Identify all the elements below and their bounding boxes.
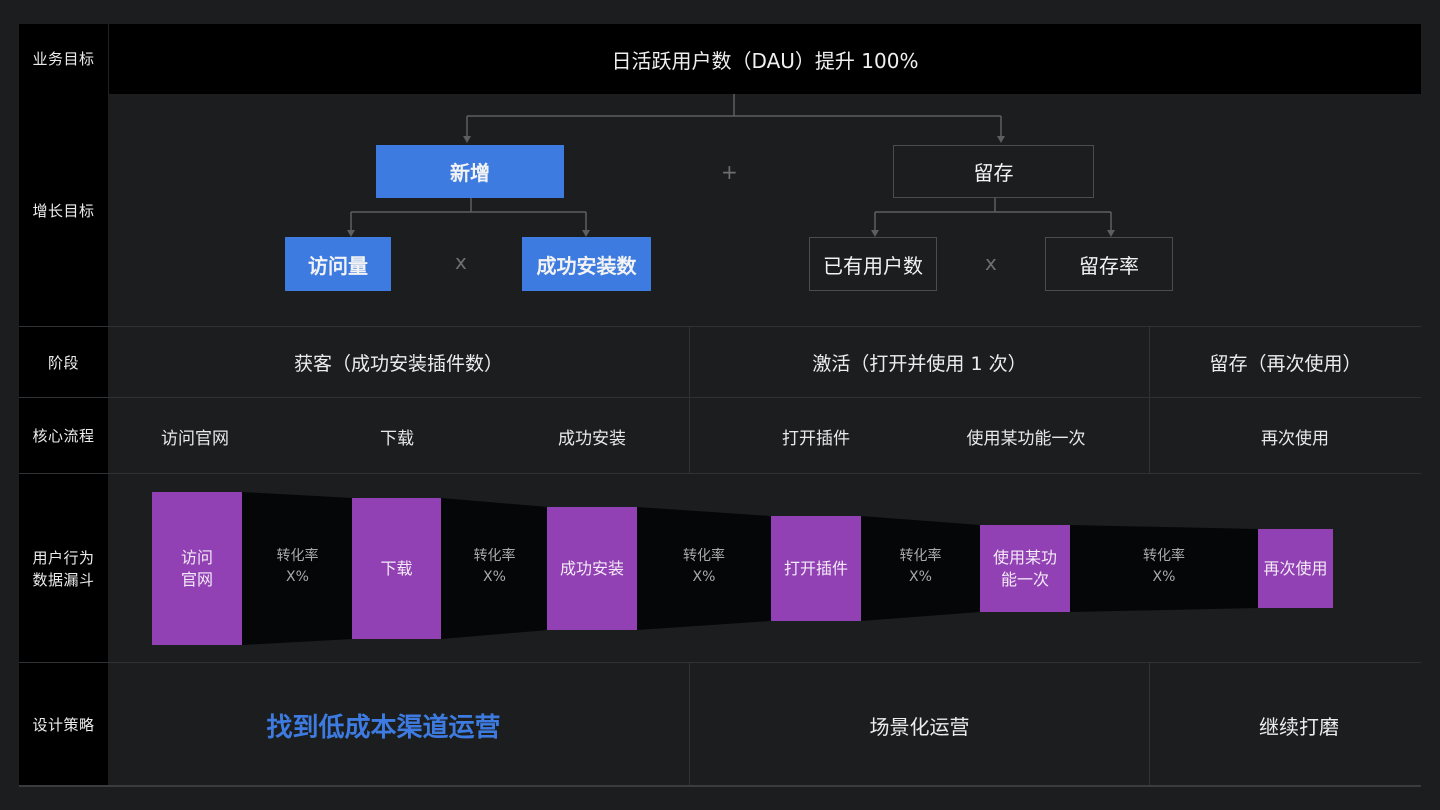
connector-lines (347, 94, 1115, 237)
row-label-growth-goal: 增长目标 (19, 94, 108, 327)
row-label-funnel: 用户行为数据漏斗 (19, 474, 108, 663)
installs-box: 成功安装数 (522, 237, 651, 291)
divider (689, 327, 690, 398)
growth-framework-table: 业务目标 日活跃用户数（DAU）提升 100% 增长目标 (19, 24, 1421, 787)
funnel-step-visit-site: 访问官网 (152, 492, 242, 645)
rate-label: 转化率 (276, 548, 319, 564)
divider (1149, 398, 1150, 474)
step-text: 访问 (180, 547, 213, 567)
funnel-step-use-again: 再次使用 (1258, 529, 1333, 608)
divider (1149, 663, 1150, 787)
rate-value: X% (286, 569, 309, 585)
flow-install: 成功安装 (558, 428, 626, 449)
conversion-rate-2: 转化率 X% (441, 546, 548, 588)
step-text: 使用某功 (992, 547, 1057, 567)
retention-rate-box: 留存率 (1045, 237, 1173, 291)
retention-box: 留存 (893, 145, 1094, 198)
strategy-keep-refining: 继续打磨 (1259, 714, 1339, 739)
visits-box: 访问量 (285, 237, 391, 291)
conversion-rate-4: 转化率 X% (861, 546, 980, 588)
funnel-step-download: 下载 (352, 498, 441, 639)
divider (19, 326, 1421, 327)
row-design-strategy: 设计策略 找到低成本渠道运营 场景化运营 继续打磨 (19, 663, 1421, 787)
conversion-rate-5: 转化率 X% (1070, 546, 1258, 588)
rate-value: X% (692, 569, 716, 585)
funnel-step-install: 成功安装 (547, 507, 637, 630)
growth-tree: 新增 + 留存 访问量 x 成功安装数 已有用户数 x 留存率 (108, 94, 1421, 327)
new-users-box: 新增 (376, 145, 564, 198)
row-label-core-flow: 核心流程 (19, 398, 108, 474)
rate-label: 转化率 (899, 548, 942, 564)
divider (689, 398, 690, 474)
rate-label: 转化率 (683, 548, 725, 564)
rate-value: X% (909, 569, 932, 585)
step-text: 下载 (380, 558, 413, 578)
stage-retention: 留存（再次使用） (1209, 353, 1362, 375)
flow-use-feature: 使用某功能一次 (966, 428, 1086, 449)
flow-cells: 访问官网 下载 成功安装 打开插件 使用某功能一次 再次使用 (108, 398, 1421, 474)
row-growth-goal: 增长目标 (19, 94, 1421, 327)
step-text: 能一次 (1000, 569, 1049, 589)
multiply-operator-retention: x (985, 251, 997, 275)
step-text: 再次使用 (1263, 558, 1328, 578)
conversion-rate-1: 转化率 X% (242, 546, 353, 588)
row-label-strategy: 设计策略 (19, 663, 108, 787)
divider (19, 473, 1421, 474)
divider (689, 663, 690, 787)
strategy-low-cost-channels: 找到低成本渠道运营 (266, 712, 501, 743)
divider (1149, 327, 1150, 398)
stage-cells: 获客（成功安装插件数） 激活（打开并使用 1 次） 留存（再次使用） (108, 327, 1421, 398)
row-business-goal: 业务目标 日活跃用户数（DAU）提升 100% (19, 24, 1421, 94)
rate-value: X% (1152, 569, 1176, 585)
row-stage: 阶段 获客（成功安装插件数） 激活（打开并使用 1 次） 留存（再次使用） (19, 327, 1421, 398)
stage-acquisition: 获客（成功安装插件数） (293, 353, 503, 375)
stage-activation: 激活（打开并使用 1 次） (812, 353, 1027, 375)
strategy-cells: 找到低成本渠道运营 场景化运营 继续打磨 (108, 663, 1421, 787)
step-text: 官网 (180, 569, 213, 589)
funnel-step-use-feature: 使用某功能一次 (980, 525, 1070, 612)
row-label-business-goal: 业务目标 (19, 24, 108, 94)
funnel-body: 访问官网 转化率 X% 下载 转化率 X% 成功安装 转化率 X% 打开插件 转化率 X… (108, 474, 1421, 663)
funnel-label-line1: 用户行为 (32, 548, 95, 567)
flow-download: 下载 (380, 428, 414, 449)
row-core-flow: 核心流程 访问官网 下载 成功安装 打开插件 使用某功能一次 再次使用 (19, 398, 1421, 474)
multiply-operator-new: x (455, 250, 467, 274)
flow-open-plugin: 打开插件 (782, 428, 850, 449)
strategy-scenario-operations: 场景化运营 (869, 714, 970, 739)
step-text: 成功安装 (559, 558, 624, 578)
divider (19, 397, 1421, 398)
existing-users-box: 已有用户数 (809, 237, 937, 291)
business-goal-text: 日活跃用户数（DAU）提升 100% (108, 24, 1421, 94)
row-label-stage: 阶段 (19, 327, 108, 398)
plus-operator: + (721, 160, 738, 184)
divider (19, 785, 1421, 787)
rate-label: 转化率 (1143, 548, 1185, 564)
step-text: 打开插件 (783, 558, 848, 578)
funnel-label-line2: 数据漏斗 (32, 570, 95, 589)
conversion-rate-3: 转化率 X% (637, 546, 771, 588)
rate-label: 转化率 (473, 548, 516, 564)
row-user-funnel: 用户行为数据漏斗 访问官网 转化率 X% 下载 (19, 474, 1421, 663)
flow-use-again: 再次使用 (1261, 428, 1329, 449)
divider (19, 662, 1421, 663)
flow-visit-site: 访问官网 (161, 428, 229, 449)
rate-value: X% (483, 569, 506, 585)
funnel-step-open-plugin: 打开插件 (771, 516, 861, 621)
